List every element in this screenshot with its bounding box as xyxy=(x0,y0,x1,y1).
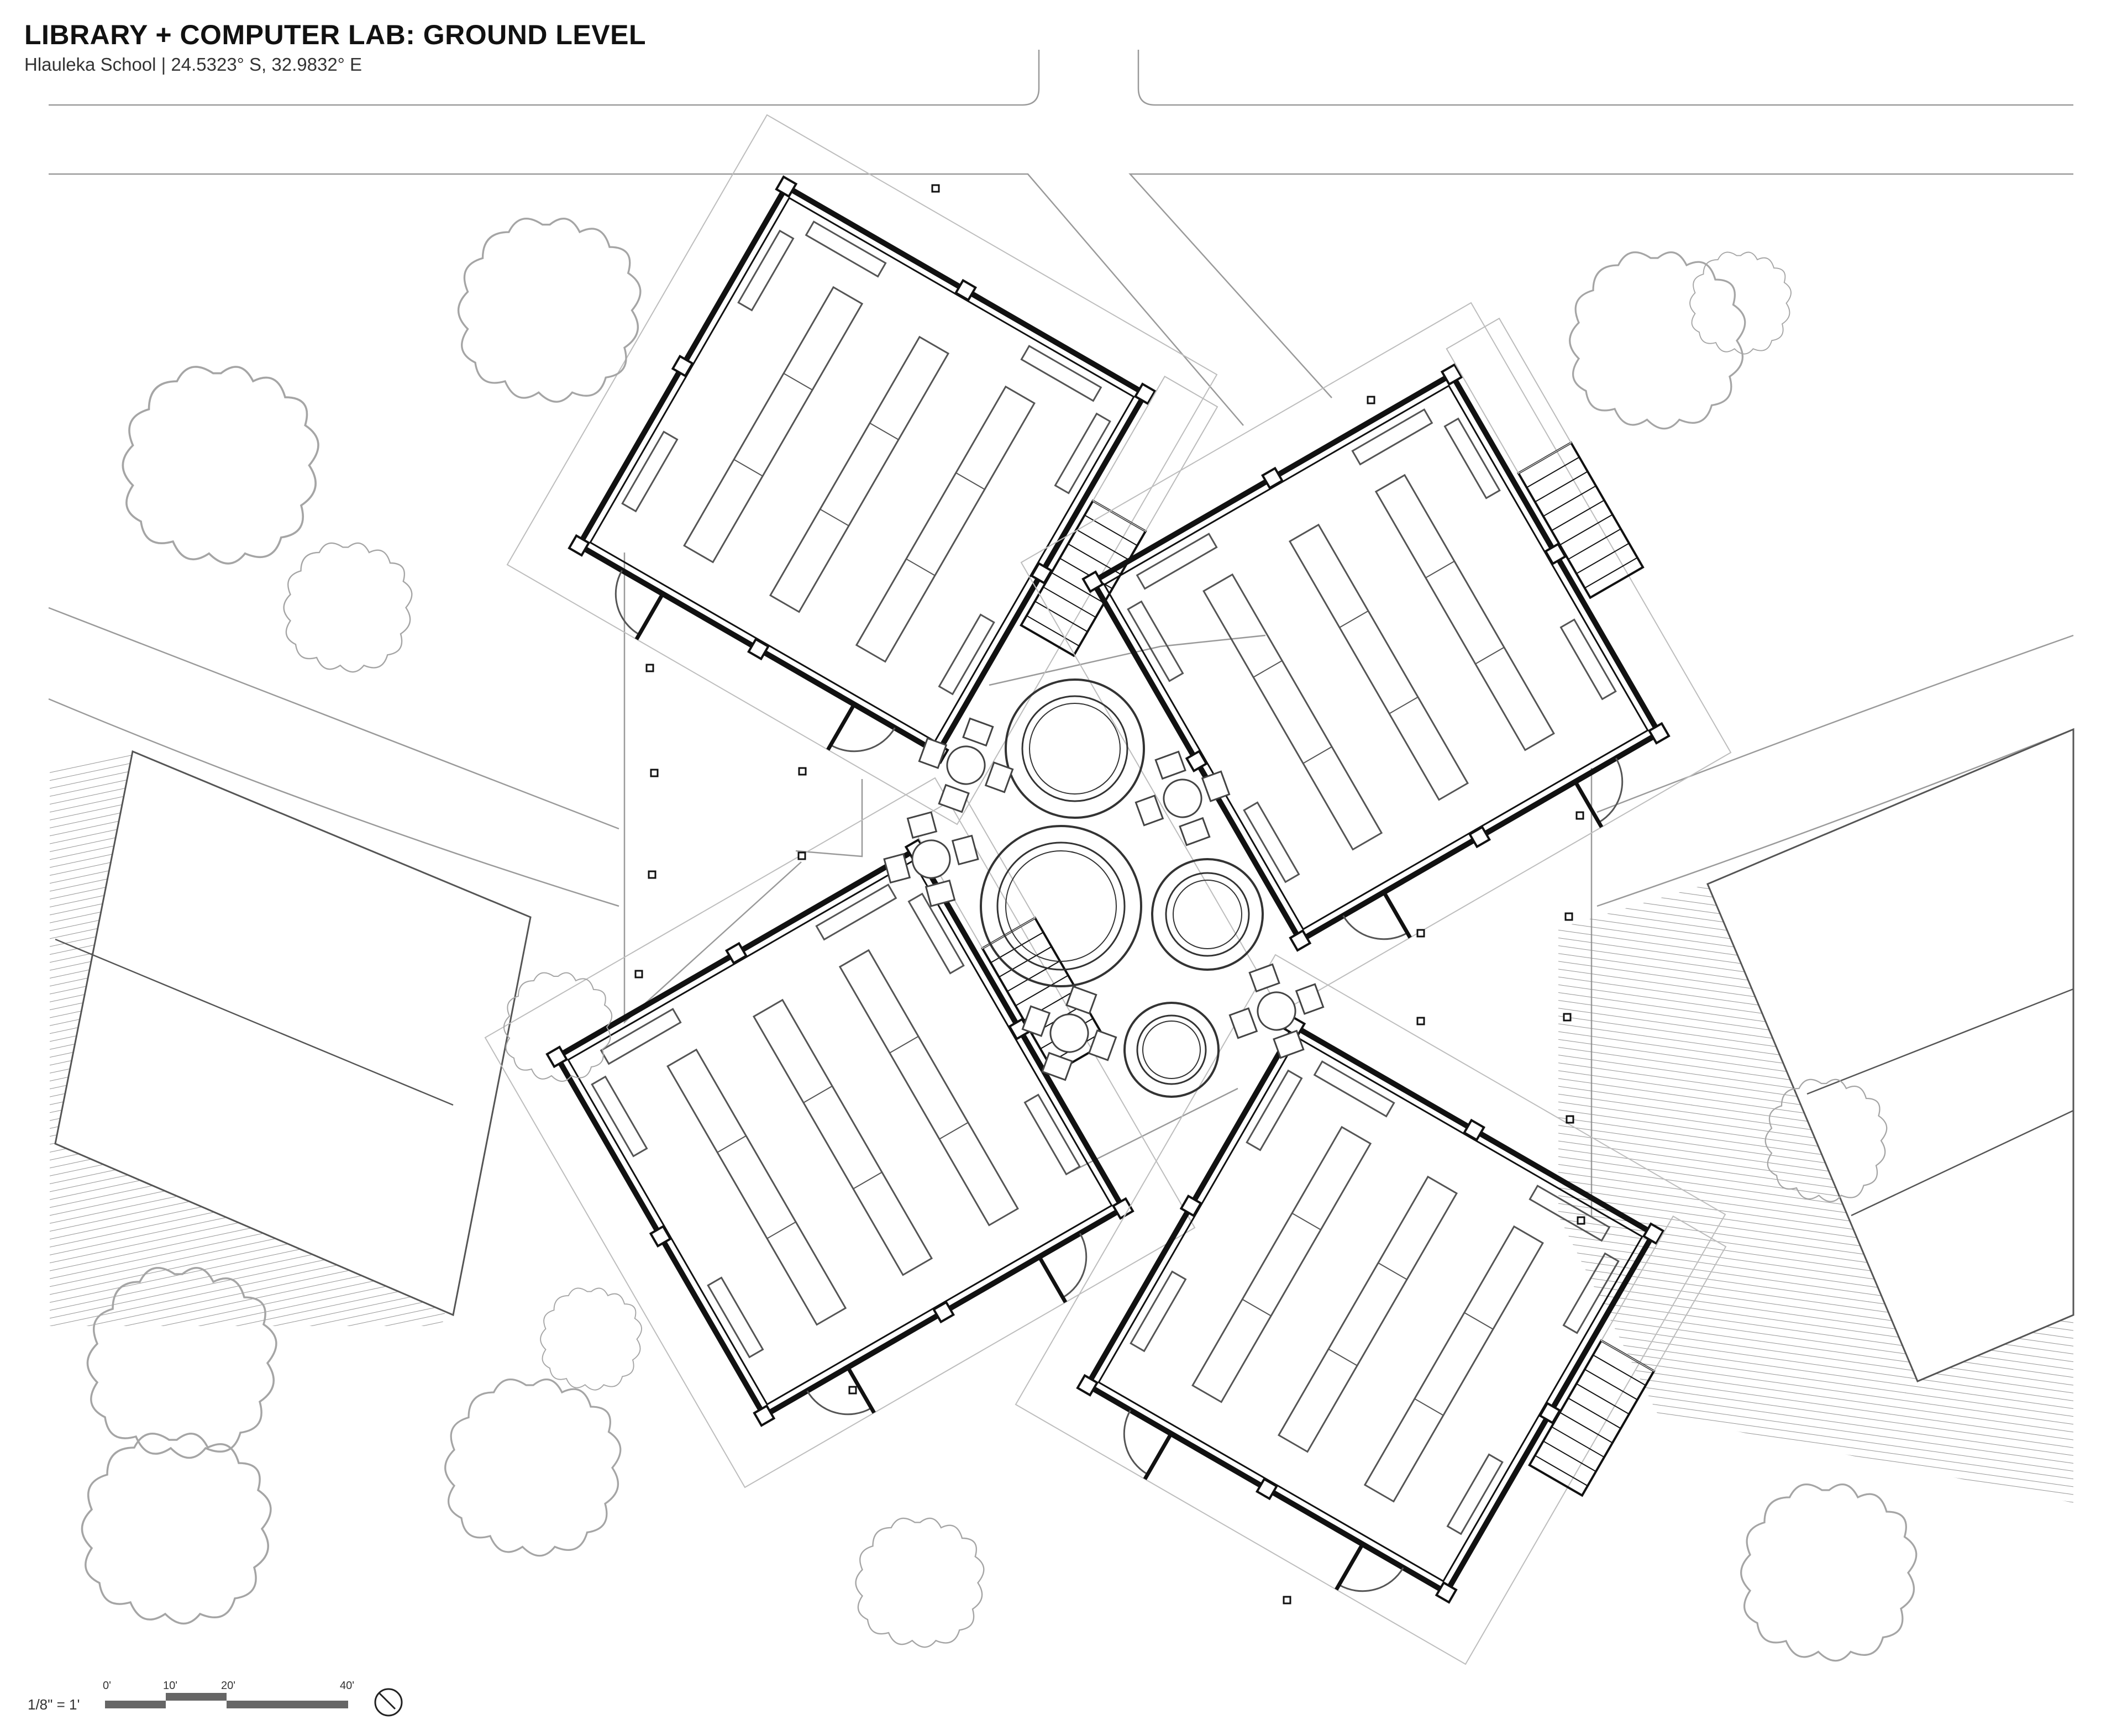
adjacent-building-west xyxy=(50,750,532,1326)
site-paths xyxy=(48,50,2074,1216)
scale-tick-label: 10' xyxy=(163,1680,177,1692)
scale-ratio: 1/8" = 1' xyxy=(28,1696,80,1713)
building-north xyxy=(507,115,1231,833)
north-arrow-icon xyxy=(374,1688,403,1717)
table-set xyxy=(875,803,988,916)
scale-tick-label: 20' xyxy=(221,1680,235,1692)
scale-tick-label: 0' xyxy=(103,1680,111,1692)
planter-ring xyxy=(980,825,1142,987)
bollards xyxy=(634,184,1585,1605)
scale-tick-label: 40' xyxy=(340,1680,354,1692)
table-set xyxy=(1123,739,1242,858)
adjacent-building-east xyxy=(1558,728,2074,1503)
planter-ring xyxy=(1005,678,1145,819)
scale-bar: 1/8" = 1' 0' 10' 20' 40' xyxy=(28,1680,354,1713)
planter-ring xyxy=(1123,1002,1220,1098)
planter-ring xyxy=(1151,858,1264,971)
central-plaza xyxy=(875,678,1336,1098)
page-subtitle: Hlauleka School | 24.5323° S, 32.9832° E xyxy=(24,54,363,75)
page-title: LIBRARY + COMPUTER LAB: GROUND LEVEL xyxy=(24,19,646,50)
table-set xyxy=(1217,952,1336,1070)
